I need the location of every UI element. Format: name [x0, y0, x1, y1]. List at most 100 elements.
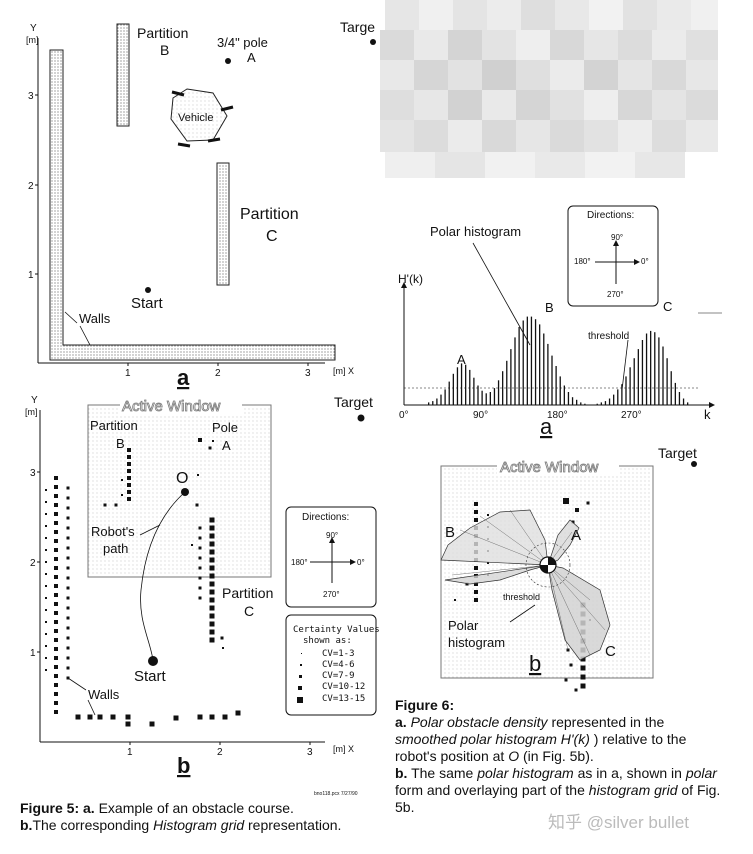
grid-cell	[474, 518, 478, 522]
grid-cell	[127, 448, 131, 452]
grid-cell	[209, 517, 215, 523]
fig6-caption-b-t4: of Fig. 5b.	[395, 782, 721, 815]
fig6a-panel: H'(k) threshold Polar histogram A B C 0°…	[398, 205, 722, 439]
fig6a-y-label: H'(k)	[398, 272, 423, 286]
grid-cell	[209, 525, 215, 531]
grid-cell	[121, 494, 123, 496]
grid-cell	[66, 486, 70, 490]
grid-cell	[222, 647, 224, 649]
grid-cell	[198, 576, 202, 580]
fig5a-walls	[49, 49, 336, 361]
fig5a-partition-c-letter: C	[266, 228, 278, 245]
grid-cell	[198, 546, 202, 550]
watermark: 知乎 @silver bullet	[548, 813, 690, 832]
grid-cell	[209, 613, 215, 619]
fig6a-xtick-label: 180°	[547, 410, 568, 421]
grid-cell	[580, 665, 586, 671]
fig5b-grid-cells	[45, 438, 241, 727]
fig6b-label-a: A	[571, 527, 581, 544]
grid-cell	[54, 494, 58, 498]
grid-cell	[45, 489, 47, 491]
grid-cell	[87, 714, 93, 720]
grid-cell	[198, 536, 202, 540]
grid-cell	[114, 503, 118, 507]
grid-cell	[54, 665, 58, 669]
grid-cell	[198, 526, 202, 530]
fig5b-xtick-1: 1	[127, 747, 133, 758]
grid-cell	[209, 589, 215, 595]
fig5b-point-o-label: O	[176, 470, 188, 487]
grid-cell	[54, 503, 58, 507]
grid-cell	[209, 637, 215, 643]
grid-cell	[54, 575, 58, 579]
grid-cell	[198, 596, 202, 600]
fig5b-y-ticks: 1 2 3	[30, 468, 40, 659]
grid-cell	[45, 657, 47, 659]
grid-cell	[66, 586, 70, 590]
fig6a-xtick-label: 90°	[473, 410, 488, 421]
grid-cell	[54, 638, 58, 642]
fig6b-panel-letter: b	[529, 651, 541, 676]
fig6a-dir-0: 0°	[641, 257, 649, 266]
fig5-caption-b-italic: Histogram grid	[153, 817, 245, 833]
fig5a-target-label: Targe	[340, 19, 375, 35]
fig5a-partition-b-label: Partition	[137, 25, 188, 41]
fig5a-start-marker	[145, 287, 151, 293]
fig6a-xtick-label: 0°	[399, 410, 409, 421]
fig6b-target-label: Target	[658, 445, 697, 461]
fig5b-robot-path	[140, 491, 186, 661]
grid-cell	[54, 521, 58, 525]
grid-cell	[45, 537, 47, 539]
fig5a-y-unit: [m]	[26, 35, 39, 45]
grid-cell	[127, 483, 131, 487]
grid-cell	[575, 508, 579, 512]
fig5a-partition-b	[116, 23, 130, 127]
grid-cell	[209, 581, 215, 587]
grid-cell	[66, 616, 70, 620]
grid-cell	[75, 714, 81, 720]
fig6b-label-b: B	[445, 524, 455, 541]
grid-cell	[474, 582, 478, 586]
grid-cell	[586, 501, 590, 505]
grid-cell	[54, 566, 58, 570]
grid-cell	[66, 626, 70, 630]
fig5b-cv-2: CV=4-6	[322, 660, 355, 670]
grid-cell	[454, 599, 456, 601]
fig6a-xtick-label: 270°	[621, 410, 642, 421]
fig6-caption-b-i3: histogram grid	[588, 782, 678, 798]
grid-cell	[66, 656, 70, 660]
grid-cell	[209, 565, 215, 571]
fig5b-partition-b-letter: B	[116, 436, 125, 451]
fig6b-target-marker	[691, 461, 697, 467]
fig5b-ytick-1: 1	[30, 648, 36, 659]
grid-cell	[54, 710, 58, 714]
grid-cell	[45, 525, 47, 527]
fig5a-target-marker	[370, 39, 376, 45]
fig5b-certainty-legend: Certainty Values shown as: CV=1-3 CV=4-6…	[285, 614, 380, 716]
grid-cell	[209, 629, 215, 635]
fig5a-walls-label: Walls	[79, 311, 111, 326]
grid-cell	[198, 556, 202, 560]
fig6-caption-b-t1: The same	[411, 765, 474, 781]
grid-cell	[66, 526, 70, 530]
fig6b-polar-label-2: histogram	[448, 635, 505, 650]
grid-cell	[127, 462, 131, 466]
fig6-caption-a-i1: Polar obstacle density	[410, 714, 548, 730]
grid-cell	[209, 573, 215, 579]
grid-cell	[127, 497, 131, 501]
fig6a-panel-letter: a	[540, 414, 553, 439]
grid-cell	[66, 606, 70, 610]
fig6a-threshold-label: threshold	[588, 331, 629, 342]
fig5b-panel-letter: b	[177, 753, 190, 778]
grid-cell	[45, 597, 47, 599]
fig5b-active-window	[87, 404, 272, 578]
grid-cell	[569, 663, 573, 667]
grid-cell	[54, 701, 58, 705]
grid-cell	[54, 656, 58, 660]
grid-cell	[474, 502, 478, 506]
grid-cell	[474, 510, 478, 514]
fig5a-x-ticks: 1 2 3	[125, 363, 311, 379]
grid-cell	[220, 636, 224, 640]
fig5b-panel: Y [m] 1 2 3 1 2 3 [m] X Active Window Pa…	[25, 394, 380, 797]
figure6-caption: Figure 6: a. Polar obstacle density repr…	[395, 697, 725, 816]
